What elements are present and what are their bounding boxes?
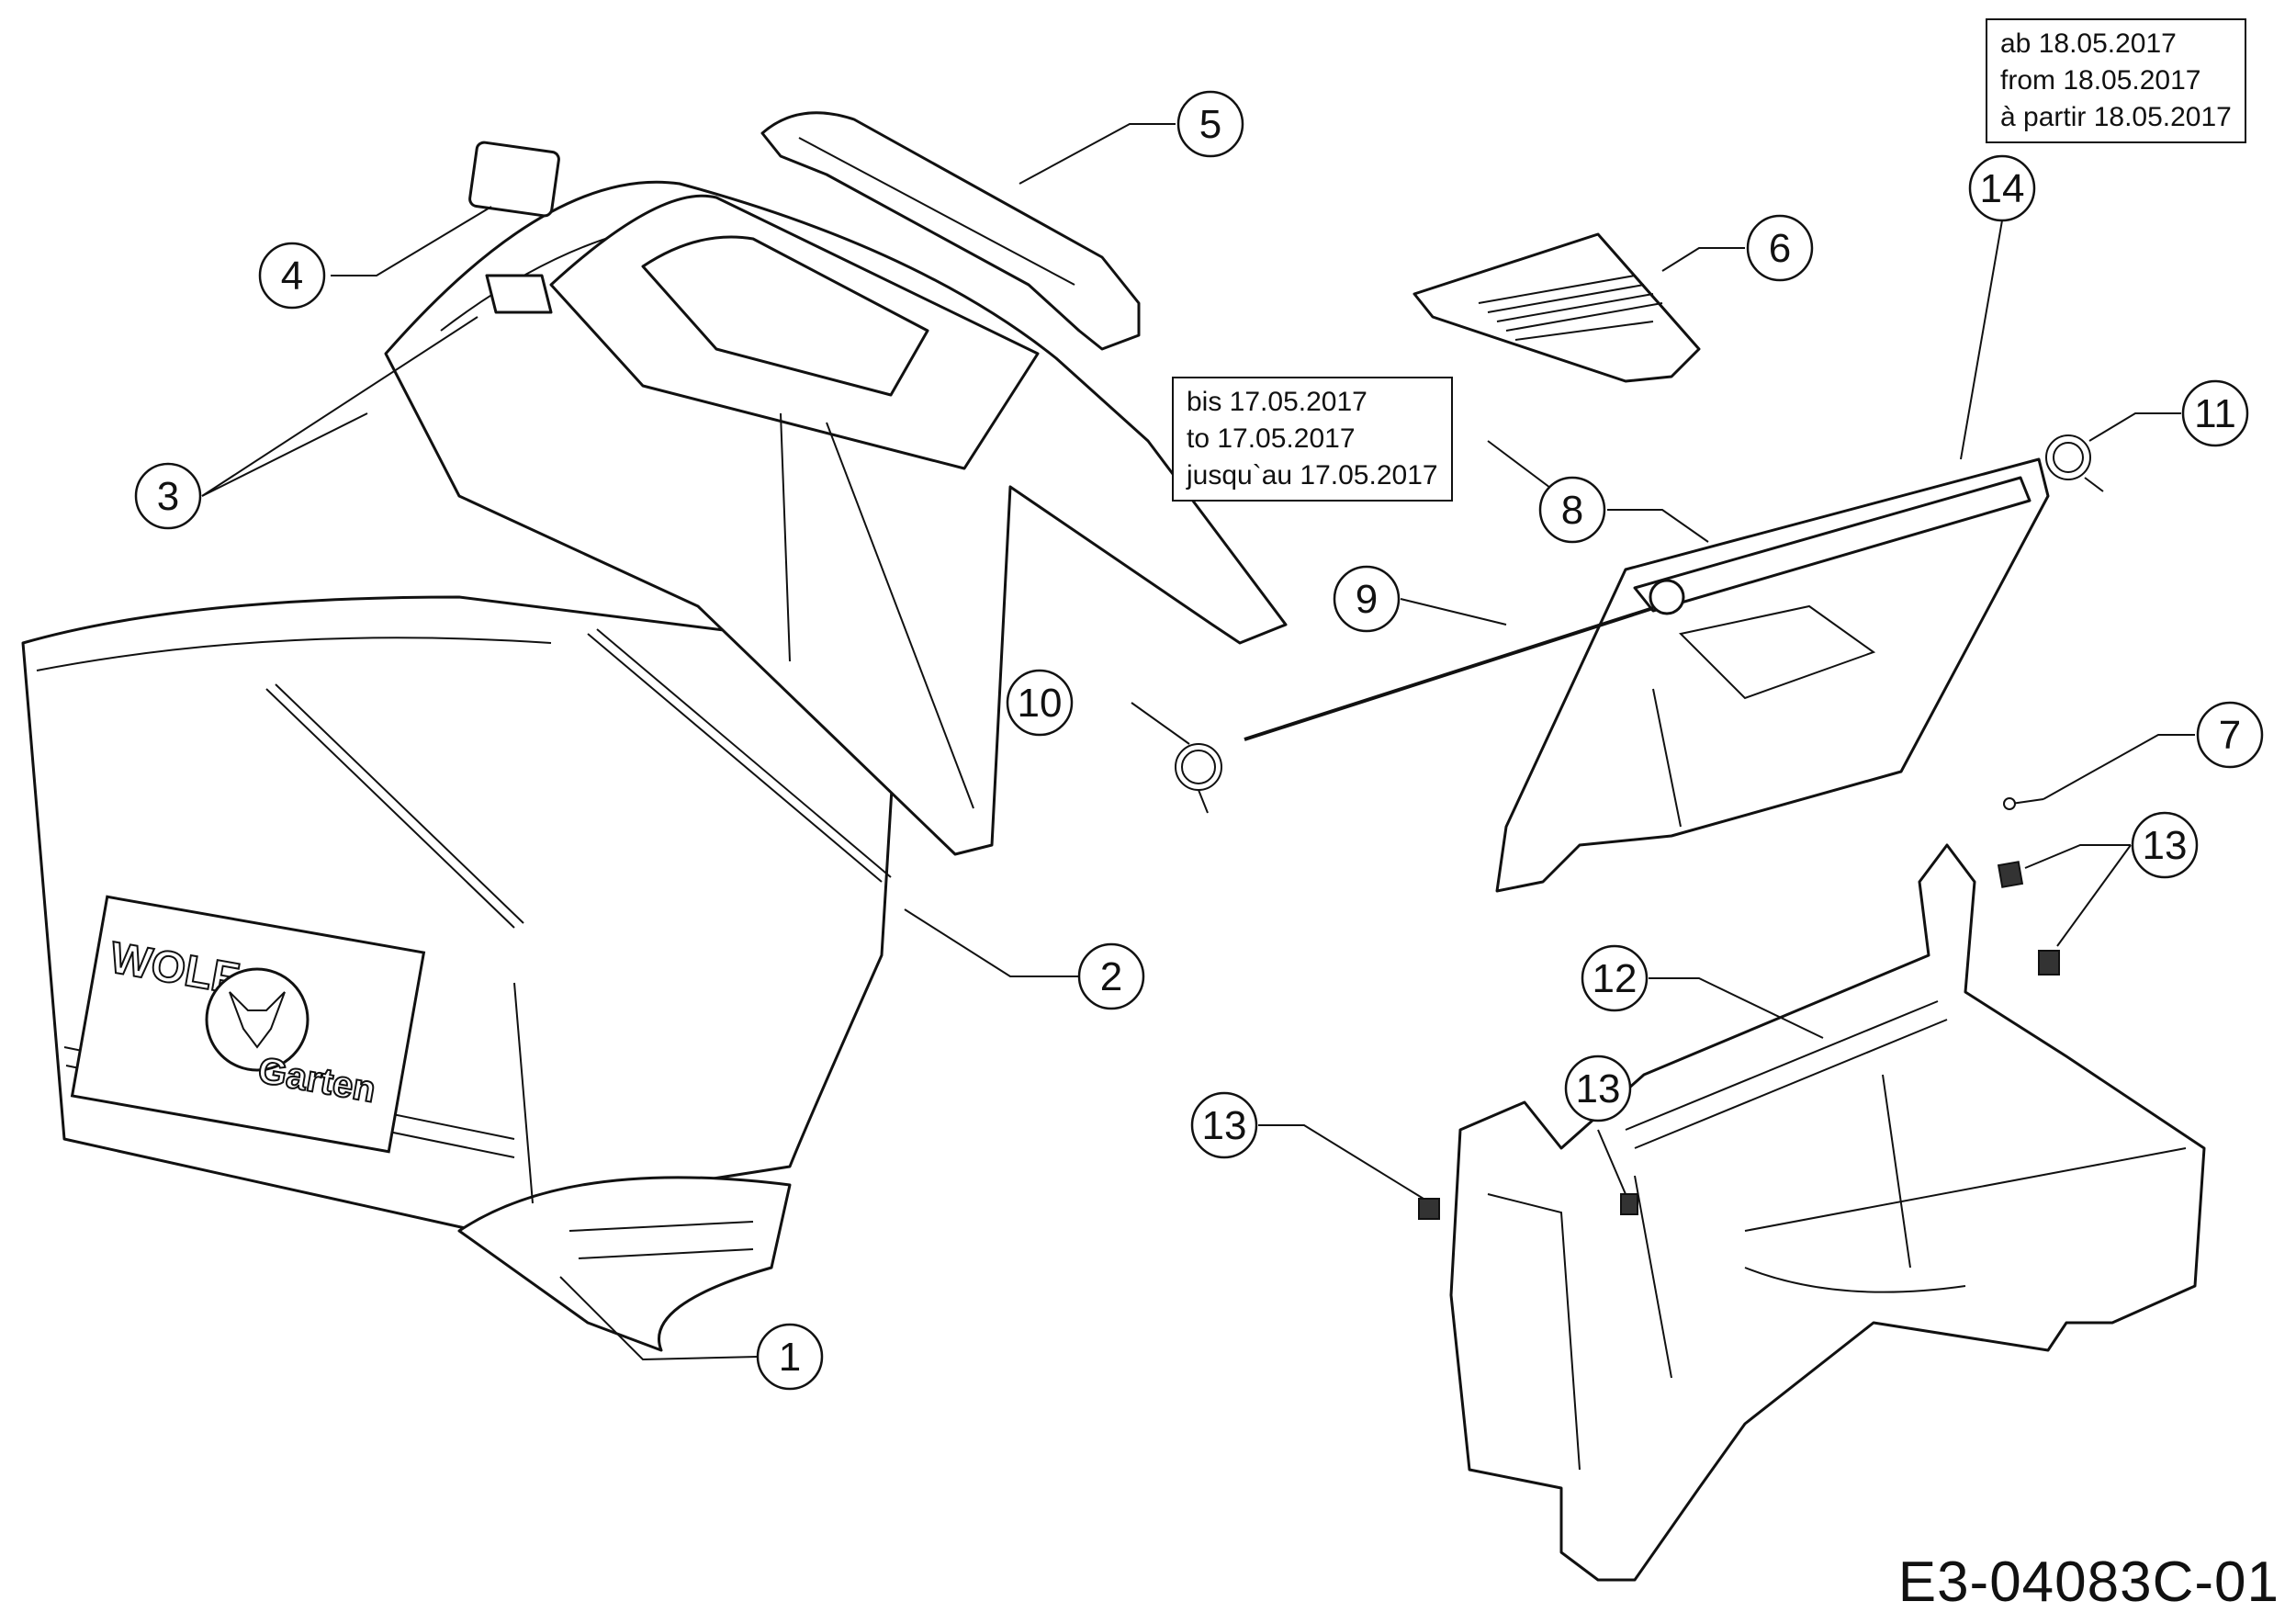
svg-text:14: 14 xyxy=(1980,166,2025,211)
part-frame-rods xyxy=(265,628,892,1204)
part-spring-left xyxy=(1175,743,1222,814)
part-clip-nuts xyxy=(1418,861,2060,1220)
callout-6: 6 xyxy=(1746,214,1814,282)
callout-11: 11 xyxy=(2181,379,2249,447)
svg-text:11: 11 xyxy=(2194,391,2236,436)
callout-12: 12 xyxy=(1581,944,1649,1012)
callout-7: 7 xyxy=(2196,701,2264,769)
note-line: to 17.05.2017 xyxy=(1187,423,1356,454)
svg-text:6: 6 xyxy=(1769,226,1791,271)
part-grass-catcher: WOLF Garten xyxy=(21,595,902,1352)
svg-text:13: 13 xyxy=(1576,1066,1621,1111)
part-flap xyxy=(468,141,560,218)
svg-text:2: 2 xyxy=(1100,954,1122,999)
part-handle xyxy=(760,111,1141,351)
note-line: jusqu`au 17.05.2017 xyxy=(1187,460,1438,491)
part-flap-assembly xyxy=(1495,457,2050,893)
callout-14: 14 xyxy=(1968,154,2036,222)
note-valid-until: bis 17.05.2017 to 17.05.2017 jusqu`au 17… xyxy=(1172,377,1453,502)
drawing-code: E3-04083C-01 xyxy=(1897,1551,2279,1614)
callout-10: 10 xyxy=(1006,669,1074,737)
svg-text:13: 13 xyxy=(1202,1103,1247,1148)
note-line: from 18.05.2017 xyxy=(2000,65,2201,96)
callout-4: 4 xyxy=(258,242,326,310)
callout-13-left: 13 xyxy=(1190,1091,1258,1159)
callout-2: 2 xyxy=(1077,942,1145,1010)
callout-1: 1 xyxy=(756,1323,824,1391)
part-axle-rod xyxy=(1244,606,1654,741)
callout-5: 5 xyxy=(1176,90,1244,158)
note-line: à partir 18.05.2017 xyxy=(2000,102,2232,132)
part-screw xyxy=(2003,797,2044,810)
callout-3: 3 xyxy=(134,462,202,530)
part-spring-right xyxy=(2045,434,2104,492)
callout-13-middle: 13 xyxy=(1564,1054,1632,1122)
leader-lines xyxy=(201,123,2195,1361)
svg-text:13: 13 xyxy=(2143,823,2188,868)
part-chassis-frame xyxy=(1449,843,2206,1582)
callout-9: 9 xyxy=(1333,565,1401,633)
svg-text:12: 12 xyxy=(1593,956,1638,1001)
part-vent-grille xyxy=(1412,232,1701,383)
svg-text:3: 3 xyxy=(157,474,179,519)
svg-text:4: 4 xyxy=(281,254,303,299)
callout-13-top: 13 xyxy=(2131,811,2199,879)
callout-8: 8 xyxy=(1538,476,1606,544)
svg-text:5: 5 xyxy=(1199,102,1221,147)
part-rear-cover xyxy=(384,180,1288,856)
svg-text:1: 1 xyxy=(779,1335,801,1380)
note-valid-from: ab 18.05.2017 from 18.05.2017 à partir 1… xyxy=(1986,18,2246,143)
note-line: bis 17.05.2017 xyxy=(1187,387,1367,417)
svg-text:7: 7 xyxy=(2219,713,2241,758)
svg-text:9: 9 xyxy=(1356,577,1378,622)
svg-text:8: 8 xyxy=(1561,488,1583,533)
svg-text:10: 10 xyxy=(1018,681,1063,726)
note-line: ab 18.05.2017 xyxy=(2000,28,2177,59)
